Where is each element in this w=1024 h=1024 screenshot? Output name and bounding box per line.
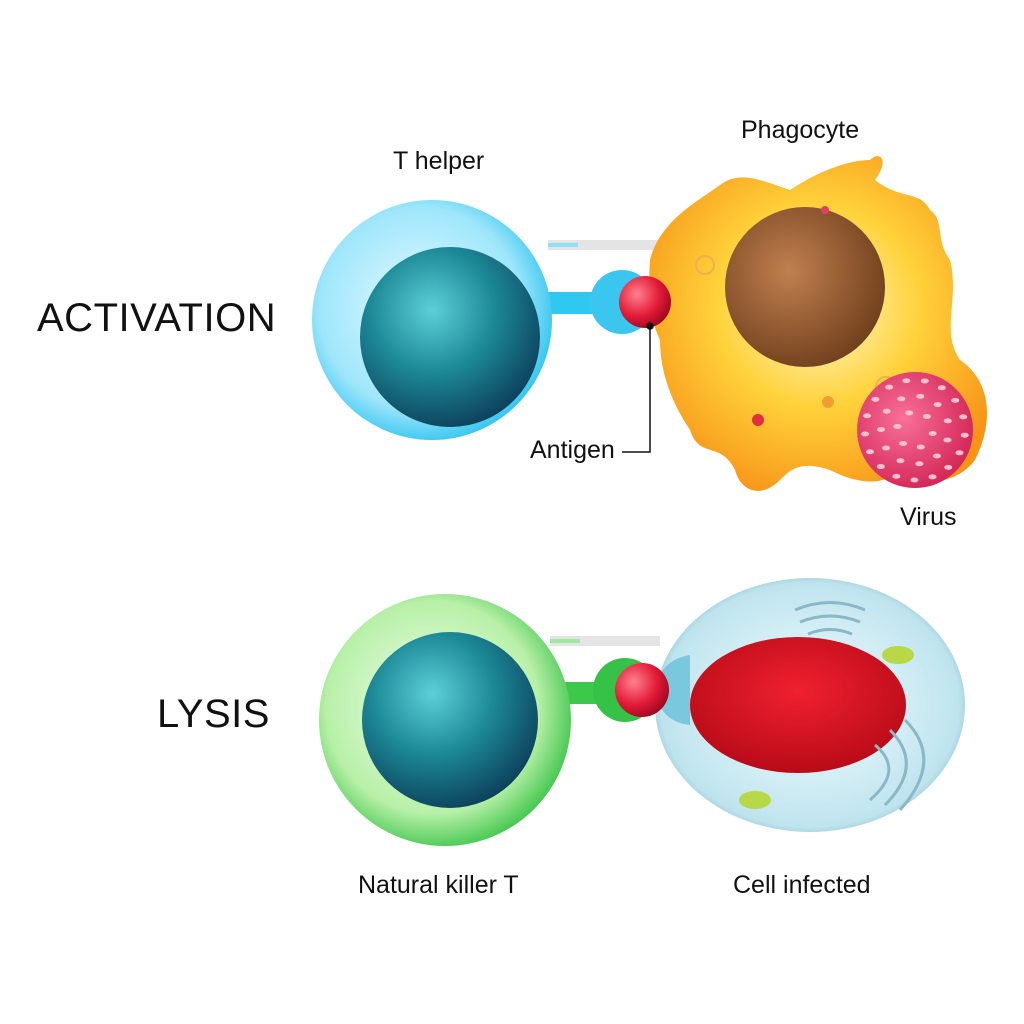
virus-spike	[916, 444, 925, 450]
virus-label: Virus	[900, 503, 957, 531]
virus-spike	[897, 396, 906, 402]
virus	[857, 372, 973, 488]
virus-spike	[937, 385, 946, 391]
virus-spike	[871, 396, 880, 402]
virus-spike	[951, 397, 960, 403]
virus-spike	[861, 431, 870, 437]
virus-spike	[902, 378, 911, 384]
virus-spike	[955, 450, 964, 456]
virus-spike	[893, 423, 902, 429]
virus-spike	[944, 464, 953, 470]
natural-killer-t-cell	[319, 594, 660, 846]
virus-spike	[885, 384, 894, 390]
antigen-pointer-line	[622, 322, 654, 453]
virus-spike	[920, 378, 929, 384]
antigen-label: Antigen	[530, 436, 615, 464]
virus-spike	[932, 453, 941, 459]
virus-spike	[863, 413, 872, 419]
virus-spike	[896, 458, 905, 464]
virus-spike	[960, 432, 969, 438]
t-helper-cell	[312, 200, 660, 440]
virus-spike	[933, 402, 942, 408]
phagocyte-label: Phagocyte	[741, 116, 860, 144]
virus-spike	[877, 427, 886, 433]
cell-infected-label: Cell infected	[733, 871, 871, 899]
virus-spike	[882, 408, 891, 414]
virus-spike	[892, 473, 901, 479]
virus-spike	[943, 418, 952, 424]
virus-spike	[922, 413, 931, 419]
virus-spike	[959, 414, 968, 420]
virus-spike	[882, 445, 891, 451]
natural-killer-t-label: Natural killer T	[358, 871, 519, 899]
virus-spike	[928, 474, 937, 480]
antigen-lysis	[615, 663, 669, 717]
antigen	[619, 276, 671, 328]
lysis-title: LYSIS	[157, 692, 270, 736]
activation-title: ACTIVATION	[37, 296, 277, 340]
virus-spike	[876, 464, 885, 470]
virus-spike	[916, 393, 925, 399]
virus-spike	[865, 449, 874, 455]
virus-spike	[899, 441, 908, 447]
t-helper-label: T helper	[393, 147, 485, 175]
virus-spike	[910, 477, 919, 483]
virus-spike	[905, 410, 914, 416]
infected-cell	[655, 578, 965, 832]
virus-spike	[943, 437, 952, 443]
virus-spike	[915, 461, 924, 467]
virus-spike	[928, 431, 937, 437]
